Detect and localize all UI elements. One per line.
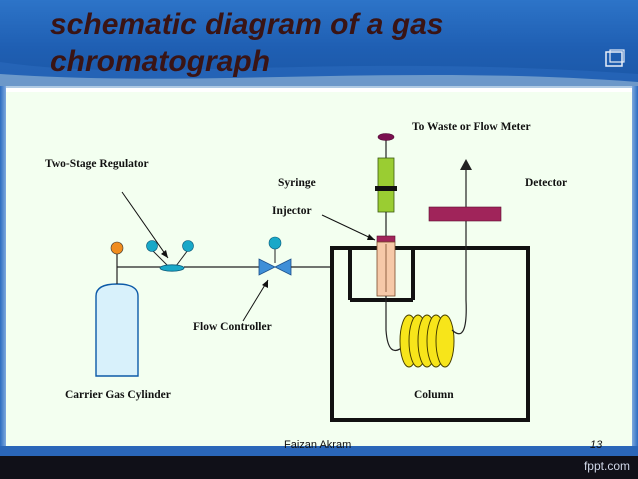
regulator-gauge-icon	[146, 240, 158, 252]
header-band	[0, 0, 638, 88]
footer-band	[0, 446, 638, 458]
left-border	[0, 86, 6, 458]
detector-block	[428, 206, 502, 222]
syringe	[375, 133, 397, 236]
footer-author: Faizan Akram	[284, 439, 352, 451]
regulator-pointer-arrow	[121, 191, 169, 259]
injector-pointer-arrow	[321, 214, 376, 241]
header-wave	[0, 62, 638, 88]
flow-controller-knob	[268, 236, 282, 250]
flow-controller-valve	[258, 236, 292, 276]
waste-arrow	[460, 159, 472, 170]
page-number: 13	[590, 439, 603, 451]
flow-controller-pointer-arrow	[242, 279, 269, 322]
regulator-gauge-icon	[182, 240, 194, 252]
column-coil	[385, 165, 467, 368]
cylinder-label: Carrier Gas Cylinder	[65, 389, 171, 401]
syringe-plunger-cap	[377, 133, 395, 141]
injector-label: Injector	[272, 205, 312, 217]
corner-logo-icon	[604, 48, 626, 70]
two-stage-regulator	[146, 240, 194, 272]
footer-bar	[0, 456, 638, 479]
waste-label: To Waste or Flow Meter	[412, 121, 531, 133]
brand-text: fppt.com	[583, 459, 630, 473]
regulator-label: Two-Stage Regulator	[45, 158, 149, 170]
gas-cylinder	[95, 283, 139, 377]
syringe-label: Syringe	[278, 177, 316, 189]
column-label: Column	[414, 389, 454, 401]
cylinder-valve-knob	[110, 241, 124, 255]
slide-title: schematic diagram of a gas chromatograph	[50, 8, 444, 78]
injector	[376, 235, 396, 297]
detector-label: Detector	[525, 177, 568, 189]
flow-controller-label: Flow Controller	[193, 321, 272, 333]
right-border	[632, 86, 638, 458]
